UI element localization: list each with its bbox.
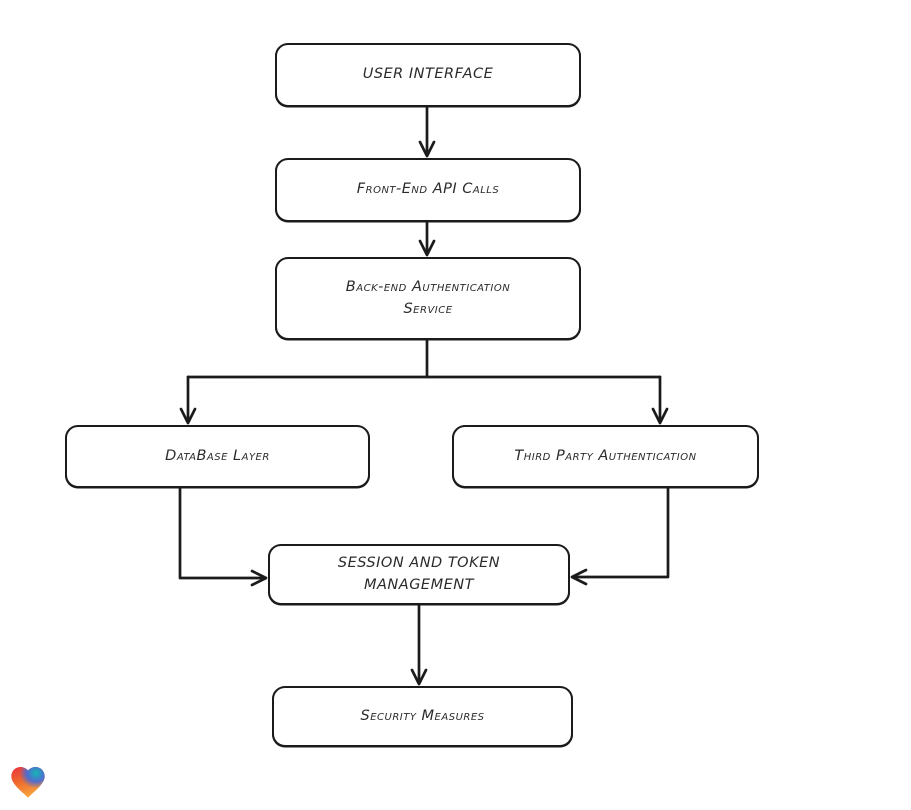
edge-session-to-security <box>410 603 428 686</box>
node-back-end-auth-service: Back-end Authentication Service <box>275 257 581 340</box>
node-back-end-auth-service-label: Back-end Authentication Service <box>345 278 511 317</box>
node-third-party-auth: Third Party Authentication <box>452 425 759 488</box>
node-session-token-mgmt: SESSION AND TOKEN MANAGEMENT <box>268 544 570 605</box>
edge-ui-to-frontend <box>418 105 436 158</box>
edge-database-to-session <box>178 486 268 587</box>
edge-backend-branch <box>179 338 669 425</box>
node-database-layer-label: DataBase Layer <box>165 447 270 464</box>
node-third-party-auth-label: Third Party Authentication <box>514 447 697 464</box>
edge-thirdparty-to-session <box>570 486 670 586</box>
node-session-token-mgmt-label: SESSION AND TOKEN MANAGEMENT <box>337 554 501 593</box>
node-front-end-api-calls-label: Front-End API Calls <box>356 181 500 198</box>
edge-frontend-to-backend <box>418 220 436 257</box>
node-database-layer: DataBase Layer <box>65 425 370 488</box>
node-security-measures: Security Measures <box>272 686 573 747</box>
gradient-heart-logo-icon <box>11 767 45 798</box>
node-front-end-api-calls: Front-End API Calls <box>275 158 581 222</box>
node-user-interface-label: USER INTERFACE <box>362 66 494 83</box>
node-user-interface: USER INTERFACE <box>275 43 581 107</box>
node-security-measures-label: Security Measures <box>360 707 485 724</box>
